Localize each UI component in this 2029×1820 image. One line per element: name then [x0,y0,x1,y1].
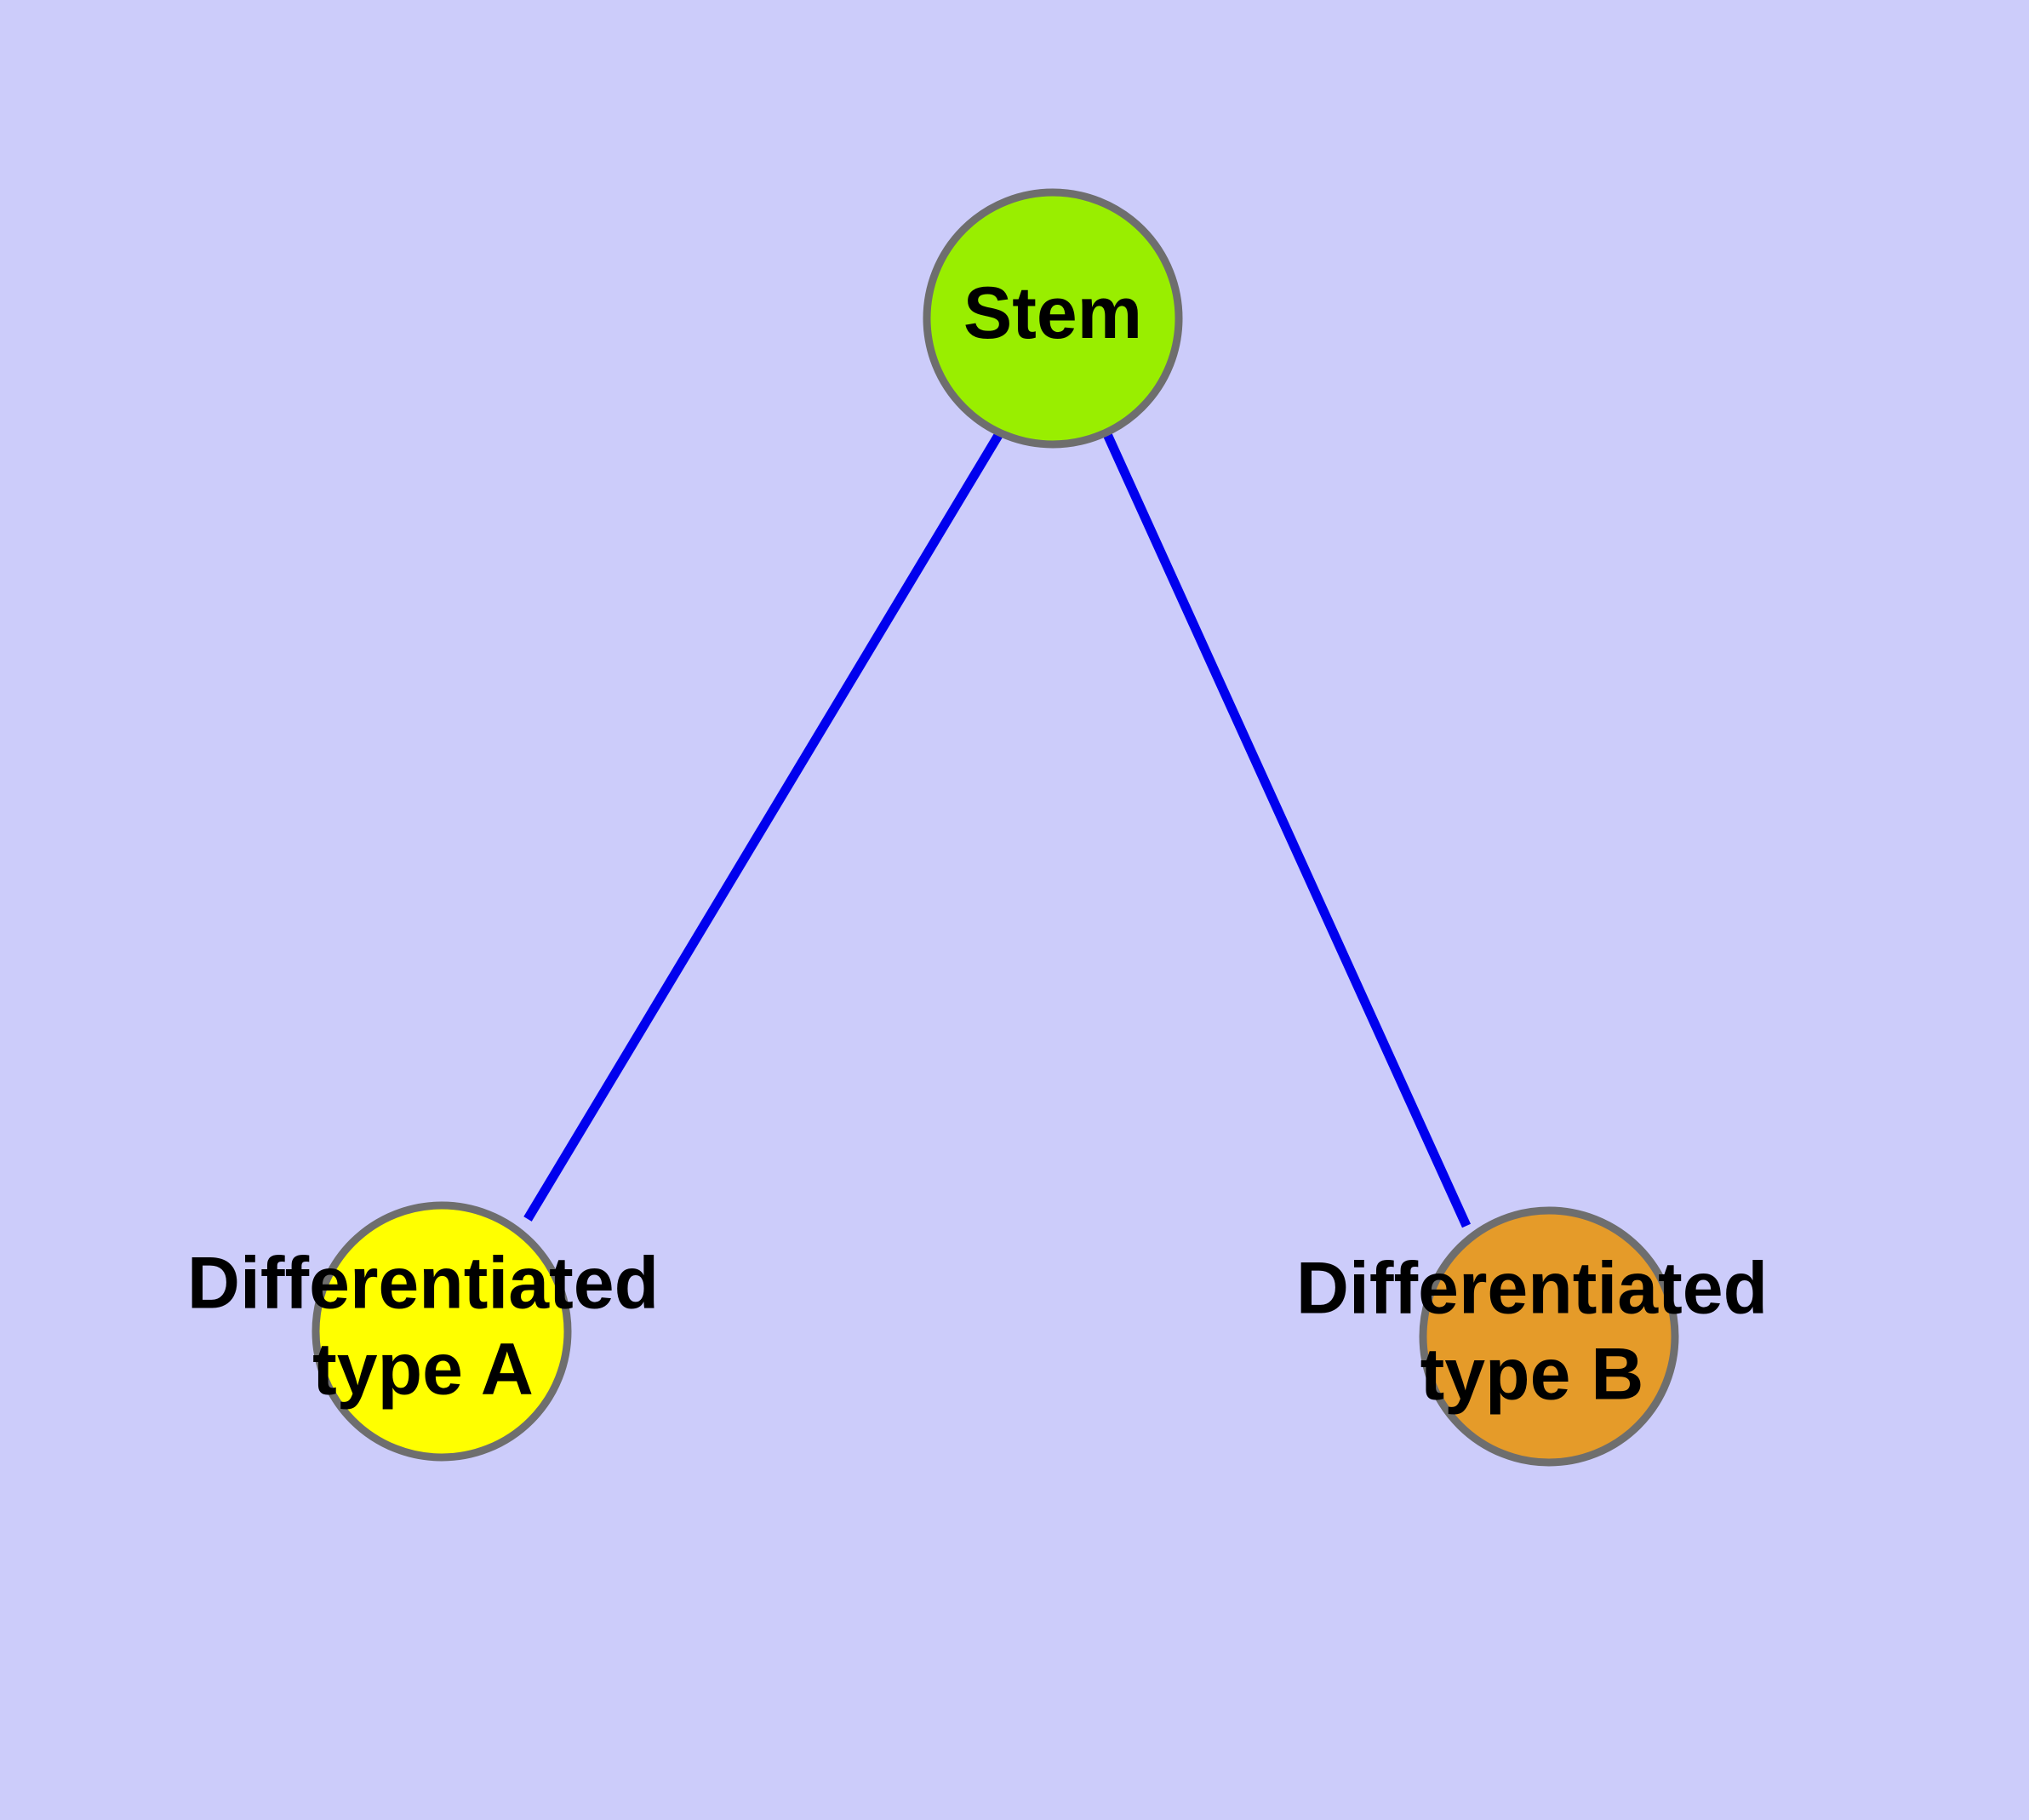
nodes-group [311,188,1679,1467]
edges-group [523,430,1472,1228]
node-differentiated-type-a[interactable] [311,1201,572,1462]
edge-stem-to-differentiated-type-a[interactable] [523,430,1004,1222]
node-label-line: Stem [963,272,1142,354]
edge-stem-to-differentiated-type-b[interactable] [1101,430,1472,1228]
node-differentiated-type-b[interactable] [1419,1206,1679,1467]
node-label-line: type B [1420,1333,1644,1415]
node-label-line: Differentiated [187,1242,659,1324]
node-label-stem: Stem [963,272,1142,354]
node-label-line: type A [312,1328,534,1410]
node-stem[interactable] [923,188,1183,449]
node-label-line: Differentiated [1296,1247,1768,1329]
